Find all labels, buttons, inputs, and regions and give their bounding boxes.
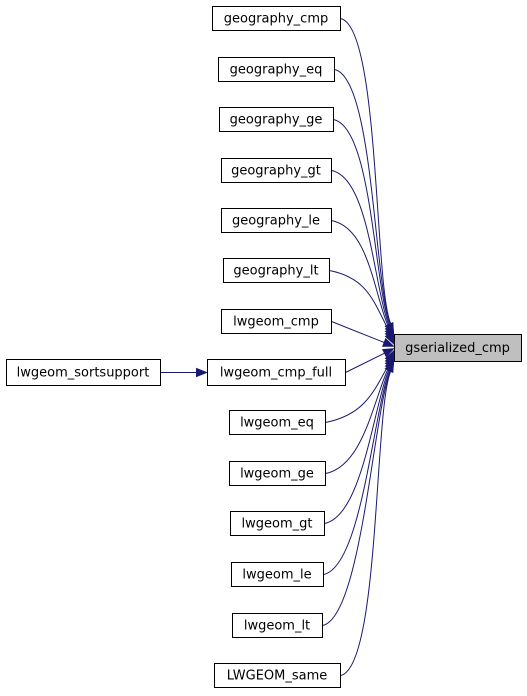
- node-geography-cmp-box: [212, 6, 341, 31]
- edge-lwgeom-cmp: [331, 321, 385, 344]
- node-gserialized-cmp[interactable]: gserialized_cmp: [394, 334, 522, 362]
- node-lwgeom-cmp-label: lwgeom_cmp: [233, 315, 319, 330]
- node-geography-lt[interactable]: geography_lt: [223, 258, 330, 283]
- edge-lwgeom-ge: [325, 361, 392, 474]
- node-lwgeom-le-label: lwgeom_le: [242, 568, 311, 583]
- graph-nodes: geography_cmp geography_eq geography_gegeo…: [6, 6, 522, 688]
- edge-lwgeom-cmp-full: [345, 352, 385, 373]
- node-geography-le[interactable]: geography_le: [221, 208, 332, 233]
- node-geography-gt-label: geography_gt: [231, 164, 321, 179]
- node-geography-gt-box: [221, 158, 332, 183]
- node-lwgeom-gt-box: [230, 511, 325, 536]
- edge-geography-cmp: [340, 18, 392, 326]
- edge-geography-eq: [334, 69, 392, 326]
- node-lwgeom-eq-label: lwgeom_eq: [240, 416, 314, 431]
- node-geography-ge-box: [219, 107, 334, 132]
- node-lwgeom-le[interactable]: lwgeom_le: [231, 562, 324, 587]
- node-lwgeom-cmp-box: [221, 309, 332, 334]
- node-lwgeom-lt[interactable]: lwgeom_lt: [232, 613, 323, 638]
- node-lwgeom-eq-box: [229, 410, 326, 435]
- edge-geography-ge: [333, 119, 392, 329]
- edge-lwgeom-sortsupport-arrow: [196, 367, 208, 378]
- node-gserialized-cmp-box: [394, 334, 522, 362]
- node-lwgeom-cmp-full-label: lwgeom_cmp_full: [220, 366, 332, 381]
- node-geography-gt[interactable]: geography_gt: [221, 158, 332, 183]
- node-lwgeom-cmp[interactable]: lwgeom_cmp: [221, 309, 332, 334]
- node-lwgeom-sortsupport[interactable]: lwgeom_sortsupport: [6, 359, 161, 386]
- node-lwgeom-ge-label: lwgeom_ge: [240, 467, 314, 482]
- edge-geography-lt-arrow: [384, 332, 395, 345]
- edge-lwgeom-le: [323, 366, 392, 575]
- node-lwgeom-le-box: [231, 562, 324, 587]
- node-lwgeom-same-label: LWGEOM_same: [227, 669, 328, 684]
- node-geography-cmp[interactable]: geography_cmp: [212, 6, 341, 31]
- node-lwgeom-cmp-full[interactable]: lwgeom_cmp_full: [207, 359, 346, 386]
- node-lwgeom-gt-label: lwgeom_gt: [242, 517, 313, 532]
- node-geography-ge-label: geography_ge: [230, 113, 323, 128]
- node-lwgeom-sortsupport-box: [6, 359, 161, 386]
- node-gserialized-cmp-label: gserialized_cmp: [405, 341, 510, 356]
- node-geography-lt-label: geography_lt: [233, 264, 318, 279]
- node-lwgeom-same-box: [214, 663, 341, 688]
- node-geography-eq-label: geography_eq: [230, 63, 323, 78]
- edge-geography-le: [331, 220, 392, 334]
- edge-lwgeom-same: [340, 369, 392, 676]
- node-geography-lt-box: [223, 258, 330, 283]
- node-geography-le-box: [221, 208, 332, 233]
- edge-lwgeom-cmp-arrow: [381, 337, 395, 347]
- edge-lwgeom-gt: [324, 364, 392, 524]
- node-geography-cmp-label: geography_cmp: [224, 12, 329, 27]
- node-lwgeom-gt[interactable]: lwgeom_gt: [230, 511, 325, 536]
- node-lwgeom-lt-box: [232, 613, 323, 638]
- node-lwgeom-sortsupport-label: lwgeom_sortsupport: [17, 366, 150, 381]
- edge-geography-gt: [331, 170, 392, 331]
- node-lwgeom-cmp-full-box: [207, 359, 346, 386]
- node-lwgeom-lt-label: lwgeom_lt: [244, 619, 310, 634]
- node-lwgeom-ge[interactable]: lwgeom_ge: [229, 461, 326, 486]
- node-geography-ge[interactable]: geography_ge: [219, 107, 334, 132]
- node-geography-eq-box: [218, 57, 335, 82]
- node-lwgeom-same[interactable]: LWGEOM_same: [214, 663, 341, 688]
- call-edges: [160, 18, 395, 676]
- edge-lwgeom-lt: [322, 369, 392, 626]
- node-lwgeom-ge-box: [229, 461, 326, 486]
- edge-lwgeom-cmp-full-arrow: [381, 348, 395, 358]
- node-geography-le-label: geography_le: [232, 214, 320, 229]
- edge-lwgeom-same-arrow: [384, 360, 395, 374]
- node-lwgeom-eq[interactable]: lwgeom_eq: [229, 410, 326, 435]
- node-geography-eq[interactable]: geography_eq: [218, 57, 335, 82]
- edge-geography-lt: [329, 270, 392, 336]
